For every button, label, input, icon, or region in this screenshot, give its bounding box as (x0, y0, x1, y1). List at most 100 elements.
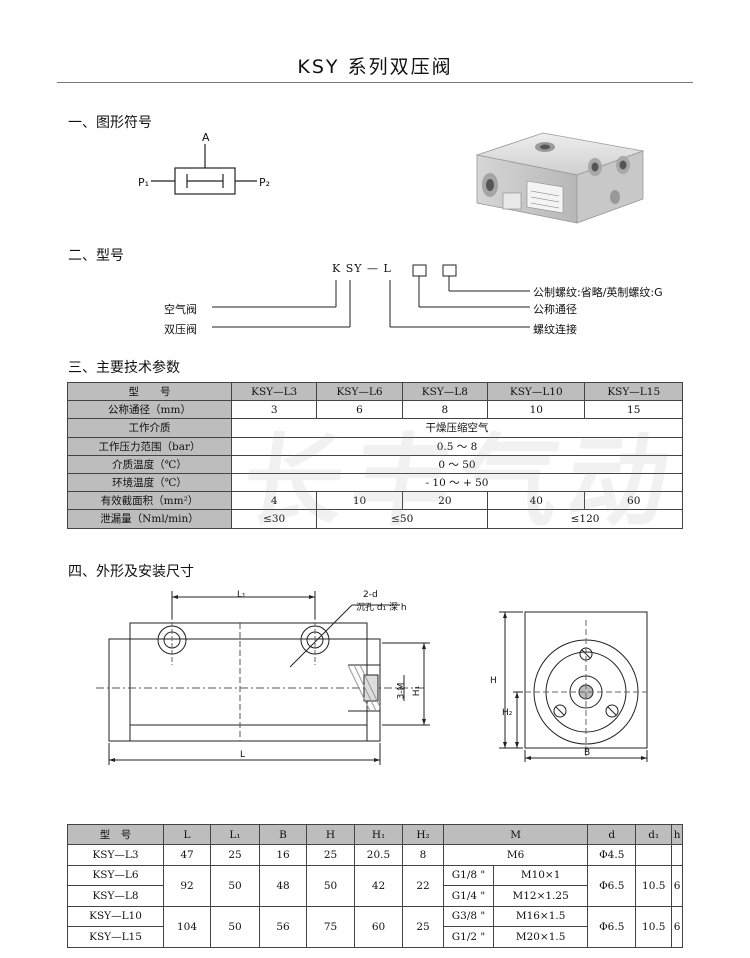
dims-cell: 50 (210, 864, 260, 907)
dims-cell: G1/4 " (443, 885, 494, 907)
spec-header-cell: KSY—L10 (487, 381, 586, 402)
symbol-label-p2: P₂ (259, 176, 271, 189)
dim-note-holes: 2-d (363, 590, 378, 600)
dim-label-h2: H₂ (502, 708, 513, 718)
dims-cell: Φ6.5 (587, 905, 637, 948)
model-note-air-valve: 空气阀 (164, 303, 197, 316)
spec-cell: 6 (316, 400, 403, 420)
dims-header-cell: L (163, 824, 211, 845)
dims-header-row: 型 号 L L₁ B H H₁ H₂ M d d₁ h (67, 824, 683, 845)
spec-cell: 15 (584, 400, 683, 420)
dims-cell: KSY—L8 (67, 885, 164, 907)
dim-note-counterbore: 沉孔 d₁ 深 h (356, 603, 407, 613)
valve-symbol-diagram (151, 144, 257, 195)
page-title: KSY 系列双压阀 (297, 56, 453, 78)
title-rule (57, 82, 693, 83)
dims-header-cell: H₁ (354, 824, 403, 845)
spec-row: 泄漏量（Nml/min） ≤30 ≤50 ≤120 (67, 509, 683, 529)
dims-cell (635, 844, 673, 866)
dims-cell: 20.5 (354, 844, 403, 866)
model-code-diagram (212, 264, 530, 328)
side-view-drawing (499, 611, 648, 762)
dim-label-h1: H₁ (412, 685, 423, 697)
dims-cell: 92 (163, 864, 211, 907)
product-photo (475, 132, 645, 224)
spec-row-label: 环境温度（℃） (67, 472, 232, 493)
dims-cell: 10.5 (635, 864, 673, 907)
dims-cell: M10×1 (492, 864, 589, 886)
dims-cell: KSY—L15 (67, 926, 164, 948)
dims-cell: KSY—L3 (67, 844, 164, 866)
dims-header-cell: d (587, 824, 637, 845)
spec-cell: 40 (487, 491, 586, 511)
dims-cell: 47 (163, 844, 211, 866)
model-note-dual-pressure-valve: 双压阀 (164, 323, 197, 336)
dims-header-cell: H₂ (402, 824, 444, 845)
dims-cell: 6 (671, 864, 683, 907)
spec-row-label: 有效截面积（mm²） (67, 491, 232, 511)
spec-header-cell: KSY—L15 (584, 381, 683, 402)
spec-cell: ≤30 (230, 509, 318, 529)
dims-row: KSY—L3 47 25 16 25 20.5 8 M6 Φ4.5 (67, 844, 683, 866)
spec-row-label: 工作介质 (67, 418, 232, 438)
spec-header-row: 型 号 KSY—L3 KSY—L6 KSY—L8 KSY—L10 KSY—L15 (67, 381, 683, 402)
section-dimensions-heading: 四、外形及安装尺寸 (68, 564, 194, 580)
front-view-drawing (96, 591, 430, 765)
spec-row: 公称通径（mm） 3 6 8 10 15 (67, 400, 683, 420)
spec-row: 工作压力范围（bar） 0.5 ～ 8 (67, 436, 683, 456)
section-specs-heading: 三、主要技术参数 (68, 360, 180, 376)
model-note-threaded-connection: 螺纹连接 (533, 323, 577, 336)
spec-cell: 8 (401, 400, 489, 420)
dims-cell: 8 (402, 844, 444, 866)
dims-cell: M6 (442, 844, 589, 866)
dims-cell: Φ4.5 (587, 844, 637, 866)
spec-cell: 0 ～ 50 (231, 454, 683, 474)
dims-cell: Φ6.5 (587, 864, 637, 907)
section-model-heading: 二、型号 (68, 248, 124, 264)
spec-cell: 10 (487, 400, 586, 420)
dims-row: KSY—L6 92 50 48 50 42 22 G1/8 " M10×1 Φ6… (67, 864, 683, 907)
dim-label-b: B (584, 748, 591, 758)
dim-label-l: L (240, 750, 246, 760)
model-code: K SY — L (332, 262, 392, 275)
spec-cell: ≤50 (316, 509, 489, 529)
dims-cell: 6 (671, 905, 683, 948)
spec-cell: ≤120 (487, 509, 683, 529)
spec-cell: 3 (230, 400, 318, 420)
dims-cell: 10.5 (635, 905, 673, 948)
spec-header-cell: 型 号 (67, 381, 232, 402)
dims-header-cell: L₁ (210, 824, 260, 845)
dims-cell: G1/8 " (443, 864, 494, 886)
dims-header-cell: B (259, 824, 307, 845)
spec-header-cell: KSY—L3 (230, 381, 318, 402)
spec-cell: 10 (316, 491, 403, 511)
model-note-thread-type: 公制螺纹:省略/英制螺纹:G (533, 286, 663, 299)
dims-cell: 75 (306, 905, 355, 948)
section-symbol-heading: 一、图形符号 (68, 115, 152, 131)
dims-cell: 56 (259, 905, 307, 948)
spec-row-label: 工作压力范围（bar） (67, 436, 232, 456)
spec-row: 工作介质 干燥压缩空气 (67, 418, 683, 438)
dims-header-cell: H (306, 824, 355, 845)
spec-cell: 60 (584, 491, 683, 511)
dims-cell: KSY—L6 (67, 864, 164, 886)
dims-cell: M12×1.25 (492, 885, 589, 907)
spec-row: 介质温度（℃） 0 ～ 50 (67, 454, 683, 474)
symbol-label-a: A (202, 131, 210, 144)
dims-cell: 25 (210, 844, 260, 866)
spec-row-label: 介质温度（℃） (67, 454, 232, 474)
dims-header-cell: 型 号 (67, 824, 164, 845)
dims-row: KSY—L15 G1/2 " M20×1.5 (67, 926, 683, 948)
model-note-nominal-bore: 公称通径 (533, 303, 577, 316)
dims-cell: M16×1.5 (492, 905, 589, 927)
dim-label-m: 3-M (396, 682, 407, 700)
dims-row: KSY—L10 104 50 56 75 60 25 G3/8 " M16×1.… (67, 905, 683, 948)
spec-cell: 20 (401, 491, 489, 511)
dims-cell: 25 (402, 905, 444, 948)
dims-cell: M20×1.5 (492, 926, 589, 948)
dims-cell: 48 (259, 864, 307, 907)
dims-cell: G3/8 " (443, 905, 494, 927)
symbol-label-p1: P₁ (138, 176, 150, 189)
spec-table: 型 号 KSY—L3 KSY—L6 KSY—L8 KSY—L10 KSY—L15… (67, 381, 683, 529)
dim-label-h: H (490, 676, 497, 686)
